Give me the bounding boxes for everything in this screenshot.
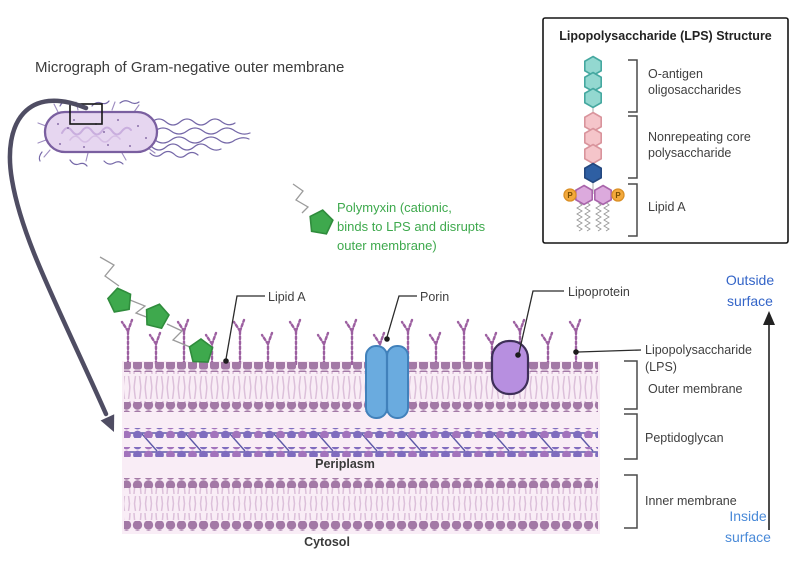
polymyxin-heads — [105, 207, 335, 363]
o-antigen-hexagons — [583, 55, 603, 109]
peptidoglycan-layer — [124, 428, 598, 457]
cytosol-label: Cytosol — [304, 535, 350, 549]
lipoprotein-label: Lipoprotein — [568, 285, 630, 299]
o-antigen-label: O-antigen oligosaccharides — [648, 67, 742, 97]
outside-surface-label: Outside surface — [725, 272, 775, 309]
lipoprotein-shape — [490, 339, 530, 396]
nucleoid — [61, 126, 132, 136]
phosphate-label-right: P — [615, 191, 621, 200]
porin-label: Porin — [420, 290, 450, 304]
lps-box-brackets — [628, 59, 638, 237]
membrane-brackets — [624, 360, 638, 529]
periplasm-label: Periplasm — [315, 457, 375, 471]
zoom-arrow — [7, 98, 115, 432]
outer-membrane-label: Outer membrane — [648, 382, 743, 396]
lps-structure-box-art: P P — [542, 17, 789, 244]
lipid-a-box-label: Lipid A — [648, 200, 686, 214]
phosphate-label-left: P — [567, 191, 573, 200]
outer-membrane-bilayer — [124, 362, 598, 412]
polymyxin-note: Polymyxin (cationic, binds to LPS and di… — [337, 200, 486, 253]
core-polysaccharide-label: Nonrepeating core polysaccharide — [648, 130, 751, 160]
porin-shape — [365, 345, 409, 419]
inner-membrane-bilayer — [124, 478, 598, 531]
polymyxin-molecules — [99, 183, 335, 363]
page-title: Micrograph of Gram-negative outer membra… — [35, 59, 345, 76]
polymyxin-tails — [99, 183, 310, 348]
lps-box-title: Lipopolysaccharide (LPS) Structure — [559, 29, 772, 43]
peptidoglycan-label: Peptidoglycan — [645, 431, 724, 445]
inside-surface-label: Inside surface — [725, 508, 771, 545]
surface-orientation-arrow — [763, 311, 775, 530]
lps-label: Lipopolysaccharide (LPS) — [645, 343, 753, 374]
lipid-a-label: Lipid A — [268, 290, 306, 304]
magnified-region-box — [69, 103, 103, 125]
core-polysaccharide-hexagons — [583, 111, 603, 165]
bacterium-illustration — [37, 100, 251, 167]
inner-core-hexagon — [583, 162, 603, 184]
membrane-diagram — [120, 318, 600, 534]
inner-membrane-label: Inner membrane — [645, 494, 737, 508]
leader-dots — [223, 336, 579, 364]
phosphate-groups: P P — [563, 188, 625, 202]
leader-lines — [225, 290, 642, 360]
